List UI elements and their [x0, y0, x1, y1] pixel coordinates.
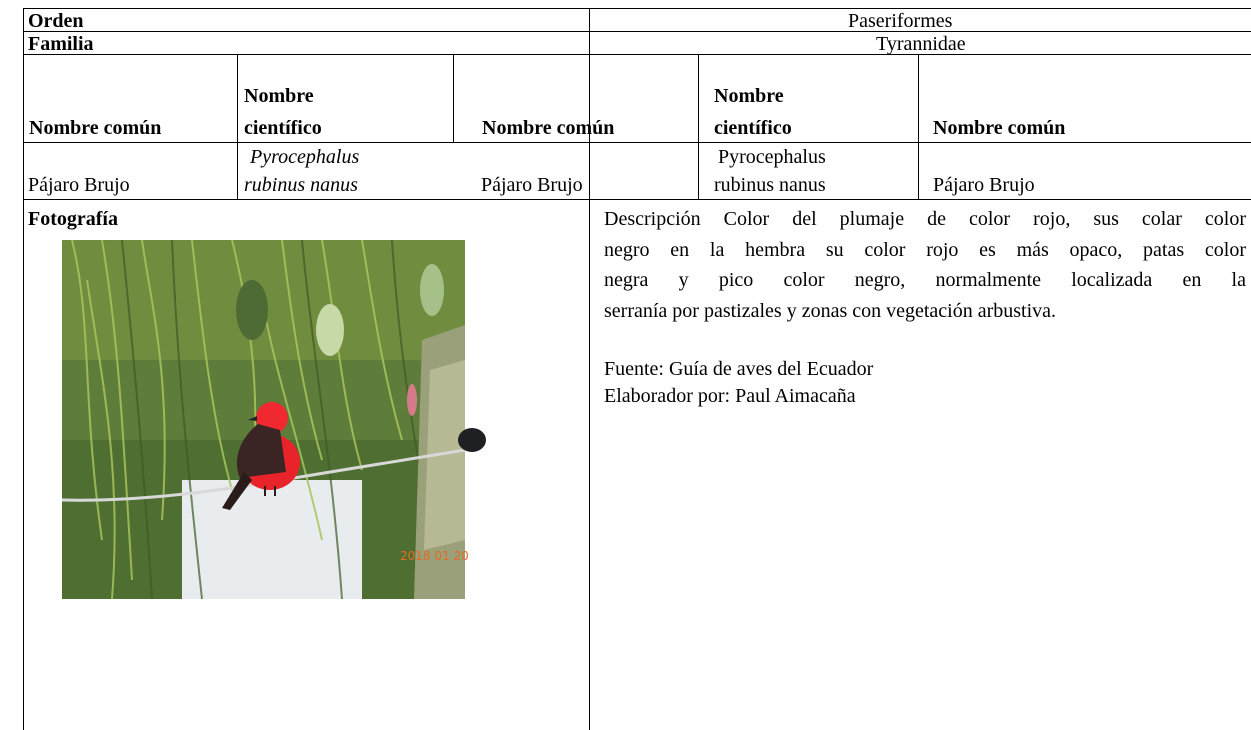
header-nombre-cientifico: científico — [714, 117, 792, 139]
orden-value: Paseriformes — [848, 10, 953, 32]
table-border — [23, 31, 1251, 32]
table-border — [23, 54, 1251, 55]
table-border — [23, 199, 1251, 200]
nombre-comun-value: Pájaro Brujo — [28, 174, 130, 196]
table-border — [589, 8, 590, 730]
header-nombre-comun: Nombre común — [482, 117, 615, 139]
nombre-cientifico-value: Pyrocephalus — [250, 146, 360, 168]
nombre-comun-value: Pájaro Brujo — [481, 174, 583, 196]
header-nombre-comun: Nombre común — [933, 117, 1066, 139]
description-line: negro en la hembra su color rojo es más … — [604, 238, 1246, 261]
description-line: Descripción Color del plumaje de color r… — [604, 208, 1246, 230]
orden-label: Orden — [28, 10, 84, 32]
table-border — [453, 55, 454, 143]
photo-date-stamp: 2018 01 20 — [400, 549, 469, 563]
familia-label: Familia — [28, 33, 94, 55]
nombre-cientifico-value: Pyrocephalus — [718, 146, 826, 168]
description: Descripción Color del plumaje de color r… — [604, 204, 1246, 326]
table-border — [23, 8, 1251, 9]
elaborador: Elaborador por: Paul Aimacaña — [604, 385, 856, 407]
table-border — [698, 55, 699, 199]
nombre-comun-value: Pájaro Brujo — [933, 174, 1035, 196]
description-line: serranía por pastizales y zonas con vege… — [604, 299, 1057, 322]
header-nombre-comun: Nombre común — [29, 117, 162, 139]
fuente: Fuente: Guía de aves del Ecuador — [604, 358, 874, 380]
familia-value: Tyrannidae — [876, 33, 966, 55]
table-border — [23, 142, 1251, 143]
table-border — [918, 55, 919, 199]
table-border — [23, 8, 24, 730]
bird-photo: 2018 01 20 — [61, 239, 486, 600]
table-border — [237, 55, 238, 199]
description-line: negra y pico color negro, normalmente lo… — [604, 269, 1246, 291]
nombre-cientifico-value: rubinus nanus — [244, 174, 358, 196]
header-nombre-cientifico: científico — [244, 117, 322, 139]
nombre-cientifico-value: rubinus nanus — [714, 174, 826, 196]
fotografia-label: Fotografía — [28, 208, 118, 230]
header-nombre-cientifico: Nombre — [244, 85, 314, 107]
header-nombre-cientifico: Nombre — [714, 85, 784, 107]
